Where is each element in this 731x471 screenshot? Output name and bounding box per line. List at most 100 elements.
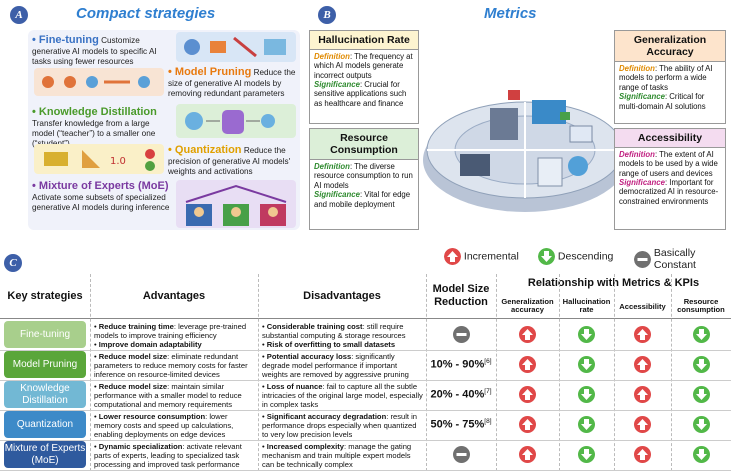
header-hallucination: Hallucination rate [562,296,611,314]
bullet-text: : manage the gating mechanism and train … [262,442,412,470]
bullet-text: : still require substantial computing & … [262,322,406,341]
definition-label: Definition [619,64,655,74]
panel-a-title: Compact strategies [76,5,216,22]
panel-b-badge: B [318,6,336,24]
bullet-key: Reduce training time [98,322,174,331]
bullet-item: • Increased complexity: manage the gatin… [262,442,412,470]
bullet-key: Considerable training cost [266,322,363,331]
row-disadvantages: • Considerable training cost: still requ… [262,322,424,349]
row-disadvantages: • Significant accuracy degradation: resu… [262,412,424,439]
incremental-icon [519,446,536,463]
header-generalization: Generalization accuracy [501,296,554,314]
row-strategy-name: Quantization [4,411,86,438]
bullet-key: Lower resource consumption [98,412,206,421]
strategy-comparison-table: Key strategies Advantages Disadvantages … [0,274,731,471]
strategy-desc: Transfer knowledge from a large model (“… [32,119,156,148]
reduction-ref: [6] [484,358,492,365]
metric-definition: The ability of AI models to perform a wi… [619,64,713,92]
bullet-item: • Considerable training cost: still requ… [262,322,406,341]
descending-icon [578,386,595,403]
bullet-item: • Lower resource consumption: lower memo… [94,412,234,440]
bullet-item: • Dynamic specialization: activate relev… [94,442,242,470]
bullet-item: • Risk of overfitting to small datasets [262,340,396,350]
significance-label: Significance [314,80,360,90]
definition-label: Definition [314,52,350,62]
fine-tuning-illustration [176,32,296,62]
legend-label: Incremental [463,250,519,263]
row-size-reduction: 50% - 75%[8] [426,418,496,431]
strategy-desc: Activate some subsets of specialized gen… [32,193,170,213]
descending-icon [693,446,710,463]
bullet-item: • Significant accuracy degradation: resu… [262,412,418,440]
incremental-icon [634,386,651,403]
header-model-size-reduction: Model Size Reduction [432,283,490,308]
header-relationship: Relationship with Metrics & KPIs [527,277,700,289]
row-strategy-name: Mixture of Experts (MoE) [4,441,86,468]
pruning-illustration [34,68,164,96]
bullet-key: Increased complexity [266,442,345,451]
header-resource: Resource consumption [677,296,725,314]
bullet-key: Potential accuracy loss [266,352,352,361]
row-advantages: • Lower resource consumption: lower memo… [94,412,256,439]
strategy-fine-tuning: • Fine-tuning Customize generative AI mo… [32,34,157,67]
strategy-quantization: • Quantization Reduce the precision of g… [168,144,291,177]
incremental-icon [634,446,651,463]
strategy-model-pruning: • Model Pruning Reduce the size of gener… [168,66,296,99]
row-disadvantages: • Loss of nuance: fail to capture all th… [262,382,424,409]
metric-accessibility: Accessibility Definition: The extent of … [614,128,726,230]
strategy-name: Mixture of Experts (MoE) [38,180,169,192]
row-advantages: • Dynamic specialization: activate relev… [94,442,256,469]
strategy-desc: Reduce the precision of generative AI mo… [168,146,291,177]
metric-significance: Crucial for sensitive applications such … [314,80,407,108]
row-strategy-name: Knowledge Distillation [4,381,86,408]
legend-constant: Basically Constant [634,247,710,271]
incremental-icon [634,356,651,373]
bullet-key: Reduce model size [98,352,168,361]
descending-icon [693,416,710,433]
metric-significance: Critical for multi-domain AI solutions [619,92,706,111]
metric-significance: Important for democratized AI in resourc… [619,178,719,206]
descending-icon [578,356,595,373]
metric-generalization-accuracy: Generalization Accuracy Definition: The … [614,30,726,124]
metric-title: Hallucination Rate [310,31,418,51]
constant-icon [453,446,470,463]
header-key-strategies: Key strategies [7,290,83,302]
strategy-name: Knowledge Distillation [38,106,157,118]
bullet-text: : fail to capture all the subtle intrica… [262,382,423,410]
bullet-key: Risk of overfitting to small datasets [266,340,396,350]
svg-text:1.0: 1.0 [110,156,126,167]
strategy-desc: Customize generative AI models to specif… [32,36,157,67]
bullet-item: • Potential accuracy loss: significantly… [262,352,409,380]
incremental-icon [519,416,536,433]
bullet-key: Improve domain adaptability [98,340,202,350]
significance-label: Significance [314,190,360,200]
incremental-icon [519,356,536,373]
reduction-value: 20% - 40% [430,388,485,401]
incremental-icon [444,248,461,265]
row-strategy-name: Model Pruning [4,351,86,378]
descending-icon [578,446,595,463]
row-disadvantages: • Potential accuracy loss: significantly… [262,352,424,379]
bullet-item: • Reduce model size: eliminate redundant… [94,352,248,380]
metric-definition: The frequency at which AI models generat… [314,52,413,80]
descending-icon [538,248,555,265]
definition-label: Definition [314,162,350,172]
incremental-icon [519,386,536,403]
reduction-value: 50% - 75% [430,418,485,431]
row-strategy-name: Fine-tuning [4,321,86,348]
significance-label: Significance [619,178,665,188]
reduction-ref: [7] [484,388,492,395]
legend-label: Basically Constant [653,247,696,271]
bullet-item: • Improve domain adaptability [94,340,202,350]
bullet-text: : result in performance drops especially… [262,412,418,440]
metric-definition: The extent of AI models to be used by a … [619,150,718,178]
reduction-value: 10% - 90% [430,358,485,371]
descending-icon [578,326,595,343]
bullet-text: : significantly degrade model performanc… [262,352,409,380]
header-disadvantages: Disadvantages [303,290,381,302]
strategy-name: Fine-tuning [38,34,99,46]
metric-title: Resource Consumption [310,129,418,161]
descending-icon [578,416,595,433]
metric-definition: The diverse resource consumption to run … [314,162,413,190]
bullet-text: : maintain similar performance with a sm… [94,382,242,410]
